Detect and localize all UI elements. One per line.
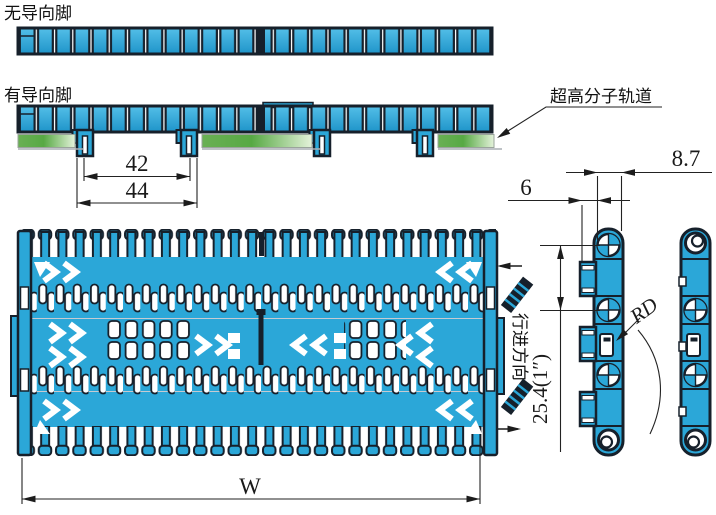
grid-holes: [344, 313, 406, 365]
dim-arrowhead: [466, 495, 480, 503]
hinge-target-icon: [596, 297, 621, 323]
dim-arrowhead: [176, 173, 190, 180]
radius-arc: [637, 329, 661, 435]
profile-link-plain: [678, 227, 712, 457]
dim-arrowhead: [77, 199, 91, 207]
dim-arrowhead: [22, 495, 36, 503]
dim-belt-width: [21, 446, 481, 504]
travel-direction-marker: 行进方向: [497, 262, 534, 433]
finger-row-bottom: [19, 426, 496, 456]
dim-text-pitch: 25.4(1″): [528, 354, 552, 424]
hinge-slot-row: [19, 365, 496, 395]
dim-text-42: 42: [126, 151, 149, 176]
guide-foot: [308, 128, 332, 158]
chevron-cutouts: [34, 262, 482, 434]
hinge-hook-icon: [684, 231, 707, 255]
hinge-hook-icon: [597, 428, 620, 452]
wear-strip: [437, 134, 495, 148]
label-no-guide-feet: 无导向脚: [4, 4, 72, 24]
dim-text-8-7: 8.7: [672, 146, 701, 171]
side-view-no-guide-feet: 无导向脚: [4, 4, 494, 56]
hinge-target-icon: [596, 362, 621, 388]
belt-edge-right: [482, 229, 499, 457]
hinge-slot-row: [19, 283, 496, 313]
travel-arrowhead-down: [507, 425, 521, 433]
hatch-mark: [500, 276, 534, 314]
hinge-hook-icon: [684, 428, 707, 452]
leader-arrowhead: [495, 127, 511, 141]
dim-arrowhead: [621, 169, 635, 176]
guide-foot: [71, 128, 95, 158]
dim-arrowhead: [557, 297, 564, 311]
hinge-target-icon: [596, 232, 621, 258]
latch-window: [599, 333, 614, 357]
wear-strips: [17, 134, 502, 150]
belt-edge-left: [16, 229, 33, 457]
leader-uhmw-rail: 超高分子轨道: [495, 87, 662, 141]
belt-edge-outline: [16, 26, 494, 56]
guide-foot: [411, 128, 435, 158]
module-joint: [257, 107, 265, 131]
dim-arrowhead: [557, 245, 564, 259]
dim-arrowhead: [597, 197, 611, 204]
travel-arrowhead-up: [497, 262, 511, 270]
finger-row-top: [19, 229, 496, 259]
hinge-target-icon: [683, 297, 708, 323]
wear-strip: [201, 134, 313, 148]
dim-arrowhead: [84, 173, 98, 180]
dim-pitch: [540, 244, 600, 452]
label-uhmw-rail: 超高分子轨道: [550, 87, 652, 107]
module-joint: [257, 29, 265, 53]
latch-window: [686, 333, 701, 357]
belt-body: [18, 257, 497, 427]
side-tabs: [578, 260, 598, 428]
module-seam-tab: [256, 309, 266, 315]
dim-arrowhead: [568, 197, 582, 204]
side-view-with-guide-feet: 有导向脚: [4, 86, 502, 158]
leader-line: [499, 106, 662, 137]
dim-text-w: W: [239, 474, 261, 499]
module-seam: [258, 313, 264, 365]
dim-text-rd: RD: [625, 292, 663, 328]
dim-arrowhead: [584, 169, 598, 176]
belt-edge-strip: [18, 106, 492, 132]
dim-text-6: 6: [520, 175, 532, 200]
grid-holes: [104, 313, 192, 365]
hatch-mark: [500, 378, 534, 416]
belt-edge-strip: [18, 28, 492, 54]
label-with-guide-feet: 有导向脚: [4, 86, 72, 106]
wear-strip: [17, 134, 76, 148]
dim-feet-spans: [76, 158, 198, 208]
label-travel-direction: 行进方向: [509, 313, 529, 381]
profile-link-with-tabs: [578, 227, 625, 457]
plan-view-belt: [10, 229, 505, 457]
hinge-target-icon: [683, 362, 708, 388]
guide-foot: [175, 128, 199, 158]
dim-text-44: 44: [126, 178, 150, 203]
dim-arrowhead: [183, 199, 197, 207]
belt-edge-outline: [16, 104, 494, 134]
module-seam-top: [259, 232, 264, 256]
